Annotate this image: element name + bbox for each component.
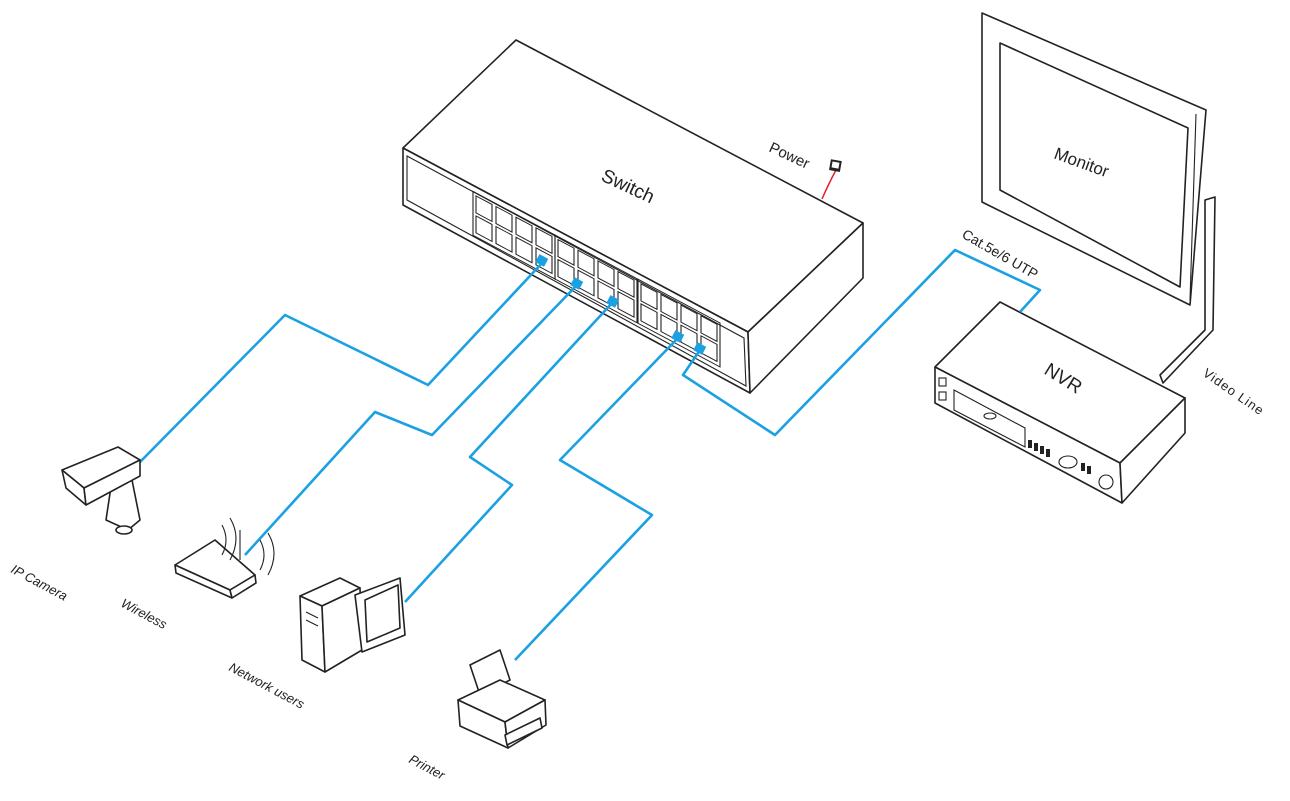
label-cable: Cat.5e/6 UTP: [960, 226, 1041, 282]
label-ip-camera: IP Camera: [9, 561, 70, 603]
ethernet-port: [617, 270, 635, 298]
label-wireless: Wireless: [119, 595, 170, 632]
monitor-device: [981, 12, 1216, 384]
ethernet-port: [535, 247, 553, 275]
network-users-pc-icon: [299, 577, 406, 673]
ethernet-port: [475, 195, 493, 223]
power-connector: [821, 159, 842, 200]
nvr-device: [934, 301, 1186, 504]
cable-nvr: [681, 248, 1042, 437]
cable-network-users: [404, 301, 614, 603]
ethernet-port: [475, 215, 493, 243]
ip-camera-icon: [61, 446, 141, 535]
cable-ip-camera: [139, 261, 544, 463]
ethernet-port: [515, 216, 533, 244]
switch-device: [402, 39, 864, 394]
ethernet-port: [495, 225, 513, 253]
ethernet-port: [640, 283, 658, 311]
ethernet-port: [557, 258, 575, 286]
cables: [139, 248, 1042, 661]
port-group: [554, 234, 638, 324]
port-plugs: [535, 254, 707, 355]
ethernet-port: [577, 249, 595, 277]
switch-ports: [472, 190, 721, 368]
ethernet-port: [495, 205, 513, 233]
ethernet-port: [640, 303, 658, 331]
label-printer: Printer: [407, 751, 448, 783]
ethernet-port: [700, 314, 718, 343]
ethernet-port: [557, 238, 575, 266]
ethernet-port: [597, 260, 615, 288]
label-network-users: Network users: [227, 659, 308, 711]
ethernet-port: [515, 236, 533, 264]
ethernet-port: [660, 293, 678, 321]
wireless-router-icon: [174, 517, 275, 599]
ethernet-port: [535, 227, 553, 255]
label-video-line: Video Line: [1200, 365, 1267, 418]
cable-wireless: [244, 284, 578, 556]
printer-icon: [457, 649, 547, 749]
ethernet-port: [577, 269, 595, 297]
port-group: [637, 278, 721, 368]
label-power: Power: [766, 139, 812, 172]
cable-printer: [514, 337, 679, 661]
ethernet-port: [680, 304, 698, 332]
